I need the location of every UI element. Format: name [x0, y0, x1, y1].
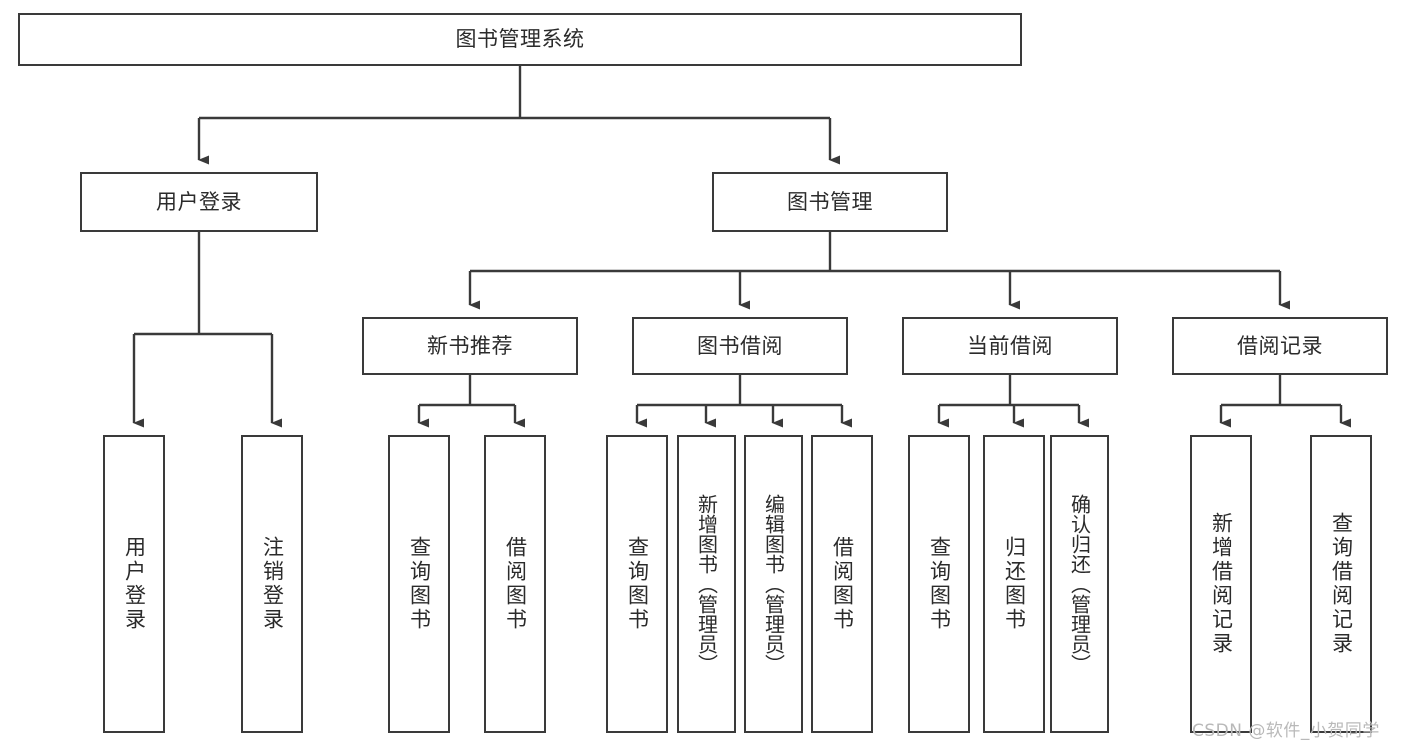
node-leaf-add-book-admin[interactable]: 新增图书（管理员） [677, 435, 736, 733]
node-book-management[interactable]: 图书管理 [712, 172, 948, 232]
node-leaf-user-login[interactable]: 用户登录 [103, 435, 165, 733]
node-leaf-query-book-borrow[interactable]: 查询图书 [606, 435, 668, 733]
node-leaf-user-logout[interactable]: 注销登录 [241, 435, 303, 733]
node-leaf-query-borrow-record[interactable]: 查询借阅记录 [1310, 435, 1372, 733]
node-leaf-user-logout-label: 注销登录 [260, 536, 285, 632]
node-leaf-return-book-label: 归还图书 [1002, 536, 1027, 632]
csdn-watermark: CSDN @软件_小贺同学 [1192, 721, 1380, 741]
node-user-login[interactable]: 用户登录 [80, 172, 318, 232]
node-book-borrow-label: 图书借阅 [697, 333, 783, 358]
node-leaf-borrow-book-label: 借阅图书 [830, 536, 855, 632]
node-new-book-recommend-label: 新书推荐 [427, 333, 513, 358]
node-root-label: 图书管理系统 [455, 27, 585, 52]
node-root[interactable]: 图书管理系统 [18, 13, 1022, 66]
node-book-borrow[interactable]: 图书借阅 [632, 317, 848, 375]
node-leaf-query-book-current-label: 查询图书 [927, 536, 952, 632]
node-leaf-edit-book-admin[interactable]: 编辑图书（管理员） [744, 435, 803, 733]
node-leaf-borrow-book[interactable]: 借阅图书 [811, 435, 873, 733]
node-leaf-borrow-book-rec[interactable]: 借阅图书 [484, 435, 546, 733]
node-leaf-query-book-current[interactable]: 查询图书 [908, 435, 970, 733]
node-book-management-label: 图书管理 [787, 189, 873, 214]
node-leaf-edit-book-admin-label: 编辑图书（管理员） [761, 494, 786, 674]
node-borrow-record-label: 借阅记录 [1237, 333, 1323, 358]
node-leaf-add-borrow-record[interactable]: 新增借阅记录 [1190, 435, 1252, 733]
node-leaf-query-book-rec[interactable]: 查询图书 [388, 435, 450, 733]
node-borrow-record[interactable]: 借阅记录 [1172, 317, 1388, 375]
node-current-borrow[interactable]: 当前借阅 [902, 317, 1118, 375]
node-leaf-add-book-admin-label: 新增图书（管理员） [694, 494, 719, 674]
node-leaf-confirm-return-admin[interactable]: 确认归还（管理员） [1050, 435, 1109, 733]
node-leaf-query-book-rec-label: 查询图书 [407, 536, 432, 632]
node-leaf-query-book-borrow-label: 查询图书 [625, 536, 650, 632]
node-user-login-label: 用户登录 [156, 189, 242, 214]
node-leaf-borrow-book-rec-label: 借阅图书 [503, 536, 528, 632]
node-leaf-confirm-return-admin-label: 确认归还（管理员） [1067, 494, 1092, 674]
node-current-borrow-label: 当前借阅 [967, 333, 1053, 358]
node-leaf-add-borrow-record-label: 新增借阅记录 [1209, 512, 1234, 656]
node-leaf-return-book[interactable]: 归还图书 [983, 435, 1045, 733]
node-leaf-query-borrow-record-label: 查询借阅记录 [1329, 512, 1354, 656]
node-leaf-user-login-label: 用户登录 [122, 536, 147, 632]
node-new-book-recommend[interactable]: 新书推荐 [362, 317, 578, 375]
